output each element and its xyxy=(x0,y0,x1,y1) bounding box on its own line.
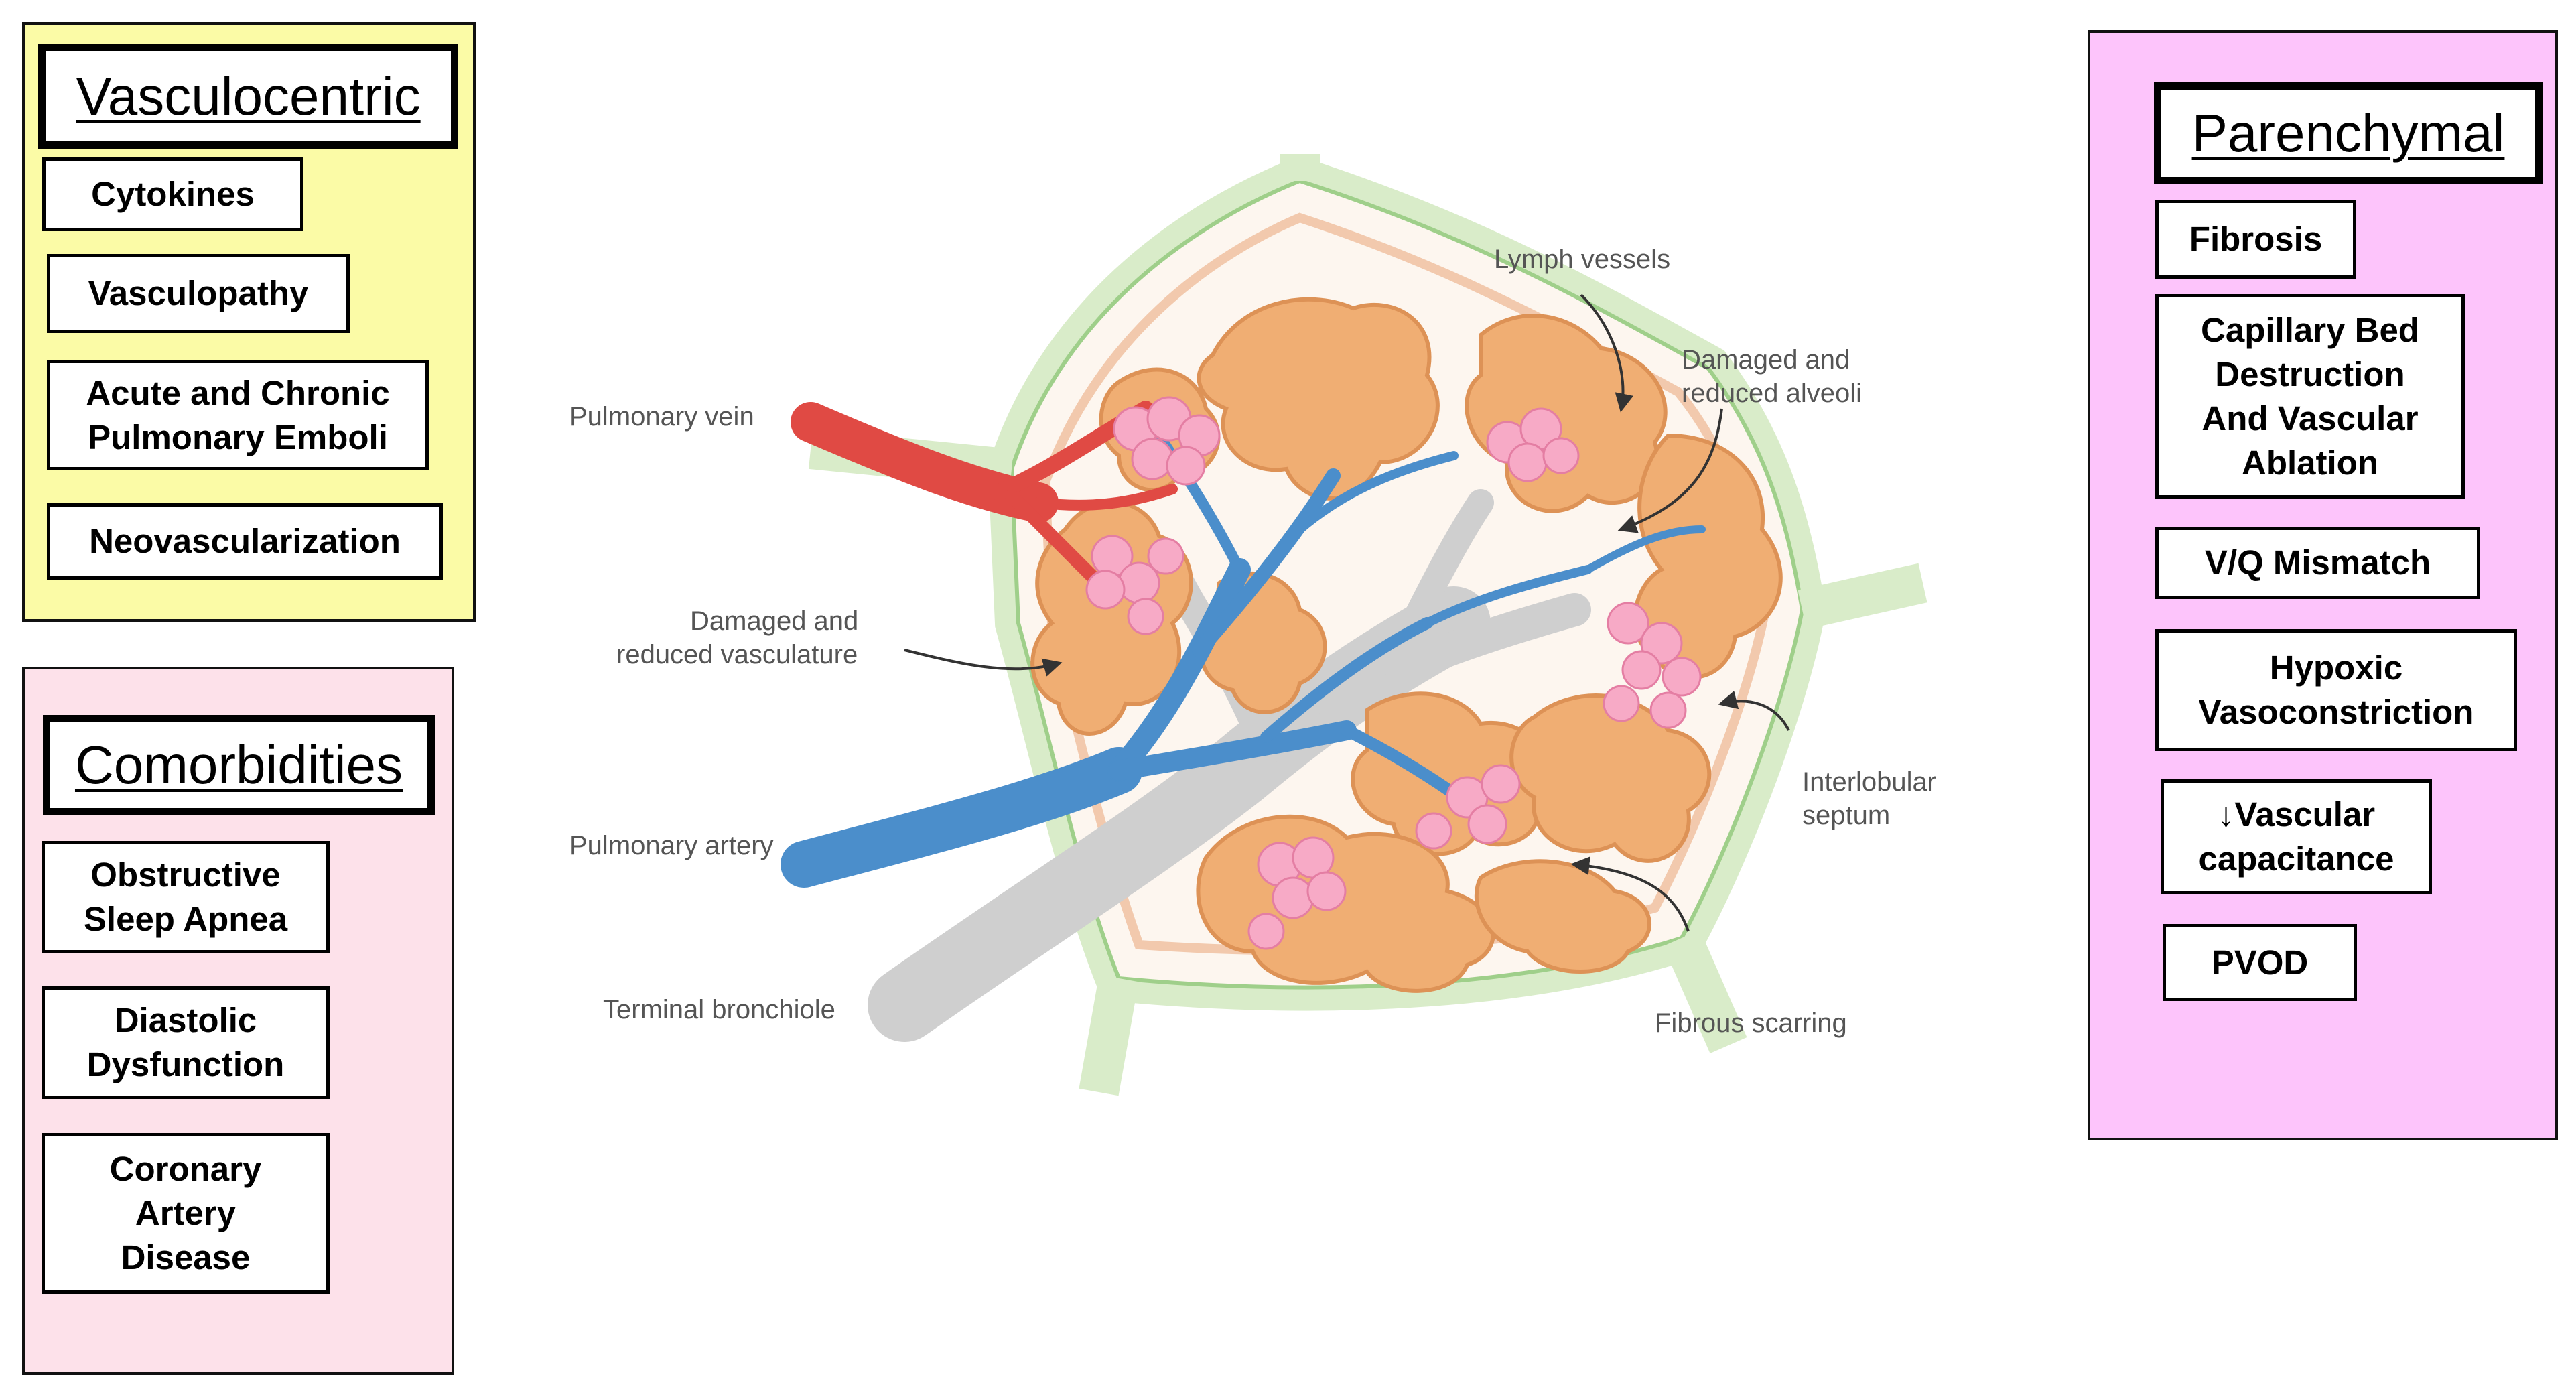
vascular-capacitance-item: ↓Vascular capacitance xyxy=(2161,779,2432,894)
sleep-apnea-item: Obstructive Sleep Apnea xyxy=(42,841,330,953)
pulmonary-vein-label: Pulmonary vein xyxy=(569,402,754,432)
damaged-alveoli-label-line2: reduced alveoli xyxy=(1682,379,1862,408)
neovascularization-item: Neovascularization xyxy=(47,503,443,580)
vasculocentric-panel: Vasculocentric Cytokines Vasculopathy Ac… xyxy=(22,22,476,622)
capillary-bed-item: Capillary Bed Destruction And Vascular A… xyxy=(2155,294,2465,499)
lymph-vessels-label: Lymph vessels xyxy=(1494,245,1670,274)
pulmonary-artery xyxy=(781,430,1706,888)
cytokines-item: Cytokines xyxy=(42,157,303,231)
damaged-vasculature-label-line2: reduced vasculature xyxy=(616,640,858,669)
parenchymal-panel: Parenchymal Fibrosis Capillary Bed Destr… xyxy=(2088,30,2558,1140)
pulmonary-artery-label: Pulmonary artery xyxy=(569,831,774,860)
lung-lobule-diagram: Pulmonary vein Damaged and reduced vascu… xyxy=(569,154,1936,1096)
pvod-item: PVOD xyxy=(2163,924,2357,1001)
damaged-alveoli-label-line1: Damaged and xyxy=(1682,345,1850,375)
comorbidities-title: Comorbidities xyxy=(74,735,403,795)
hypoxic-vasoconstriction-item: Hypoxic Vasoconstriction xyxy=(2155,629,2517,751)
coronary-artery-disease-item: Coronary Artery Disease xyxy=(42,1133,330,1294)
vq-mismatch-item: V/Q Mismatch xyxy=(2155,527,2480,599)
vasculocentric-title: Vasculocentric xyxy=(76,66,421,126)
diastolic-dysfunction-item: Diastolic Dysfunction xyxy=(42,986,330,1099)
parenchymal-title-box: Parenchymal xyxy=(2154,82,2543,184)
parenchymal-title: Parenchymal xyxy=(2191,103,2505,163)
vasculocentric-title-box: Vasculocentric xyxy=(38,44,458,149)
pulmonary-emboli-item: Acute and Chronic Pulmonary Emboli xyxy=(47,360,429,470)
fibrosis-item: Fibrosis xyxy=(2155,200,2356,279)
vasculopathy-item: Vasculopathy xyxy=(47,254,350,333)
damaged-vasculature-label-line1: Damaged and xyxy=(690,606,858,636)
alveoli-clusters xyxy=(1085,396,1702,950)
interlobular-septum-label-line2: septum xyxy=(1802,801,1890,830)
comorbidities-title-box: Comorbidities xyxy=(43,715,435,815)
comorbidities-panel: Comorbidities Obstructive Sleep Apnea Di… xyxy=(22,667,454,1375)
terminal-bronchiole-label: Terminal bronchiole xyxy=(603,995,835,1024)
leader-arrows xyxy=(904,293,1790,932)
interlobular-septum-label-line1: Interlobular xyxy=(1802,767,1936,797)
fibrous-scarring-label: Fibrous scarring xyxy=(1655,1008,1847,1038)
